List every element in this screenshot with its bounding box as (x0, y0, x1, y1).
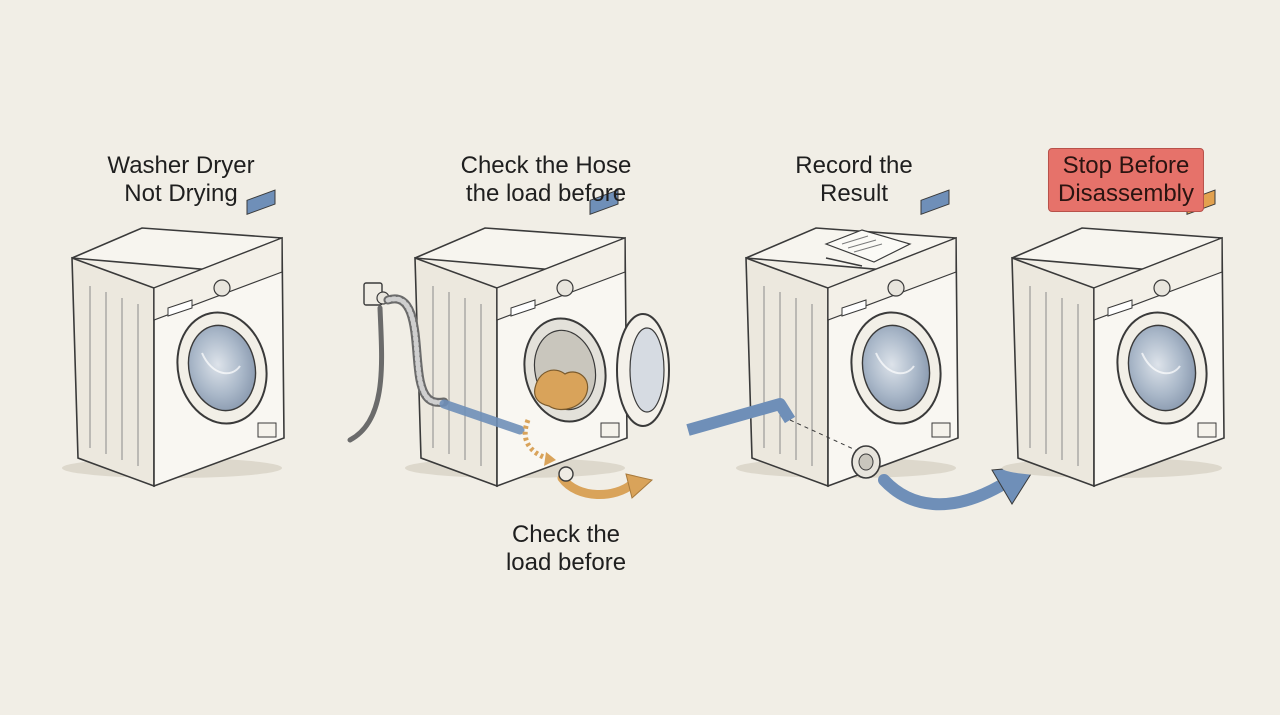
step-1-line-2: Not Drying (124, 180, 238, 207)
step-1-line-1: Washer Dryer (107, 152, 255, 179)
step-2-line-2: the load before (465, 180, 627, 207)
callout-line-1: Check the (511, 521, 621, 548)
washer-dryer-icon (736, 189, 959, 488)
callout-line-2: load before (505, 549, 627, 576)
washer-dryer-icon (62, 189, 285, 488)
step-2-line-1: Check the Hose (460, 152, 632, 179)
drain-filter-icon (686, 398, 881, 479)
clipboard-icon (824, 229, 912, 267)
arrow-icon (522, 419, 654, 499)
faucet-icon (363, 282, 390, 306)
drain-hose-icon (347, 294, 525, 443)
step-1-label: Washer Dryer Not Drying (107, 152, 254, 208)
step-3-label: Record the Result (795, 152, 912, 208)
step-2-label: Check the Hose the load before (461, 152, 632, 208)
stop-badge: Stop Before Disassembly (1047, 148, 1205, 212)
step-3-line-1: Record the (795, 152, 913, 179)
step-4-line-2: Disassembly (1057, 180, 1195, 207)
washer-dryer-icon (405, 189, 670, 488)
callout-label: Check the load before (506, 521, 626, 577)
washer-dryer-icon (1002, 189, 1225, 488)
step-3-line-2: Result (819, 180, 889, 207)
step-4-line-1: Stop Before (1062, 152, 1190, 179)
